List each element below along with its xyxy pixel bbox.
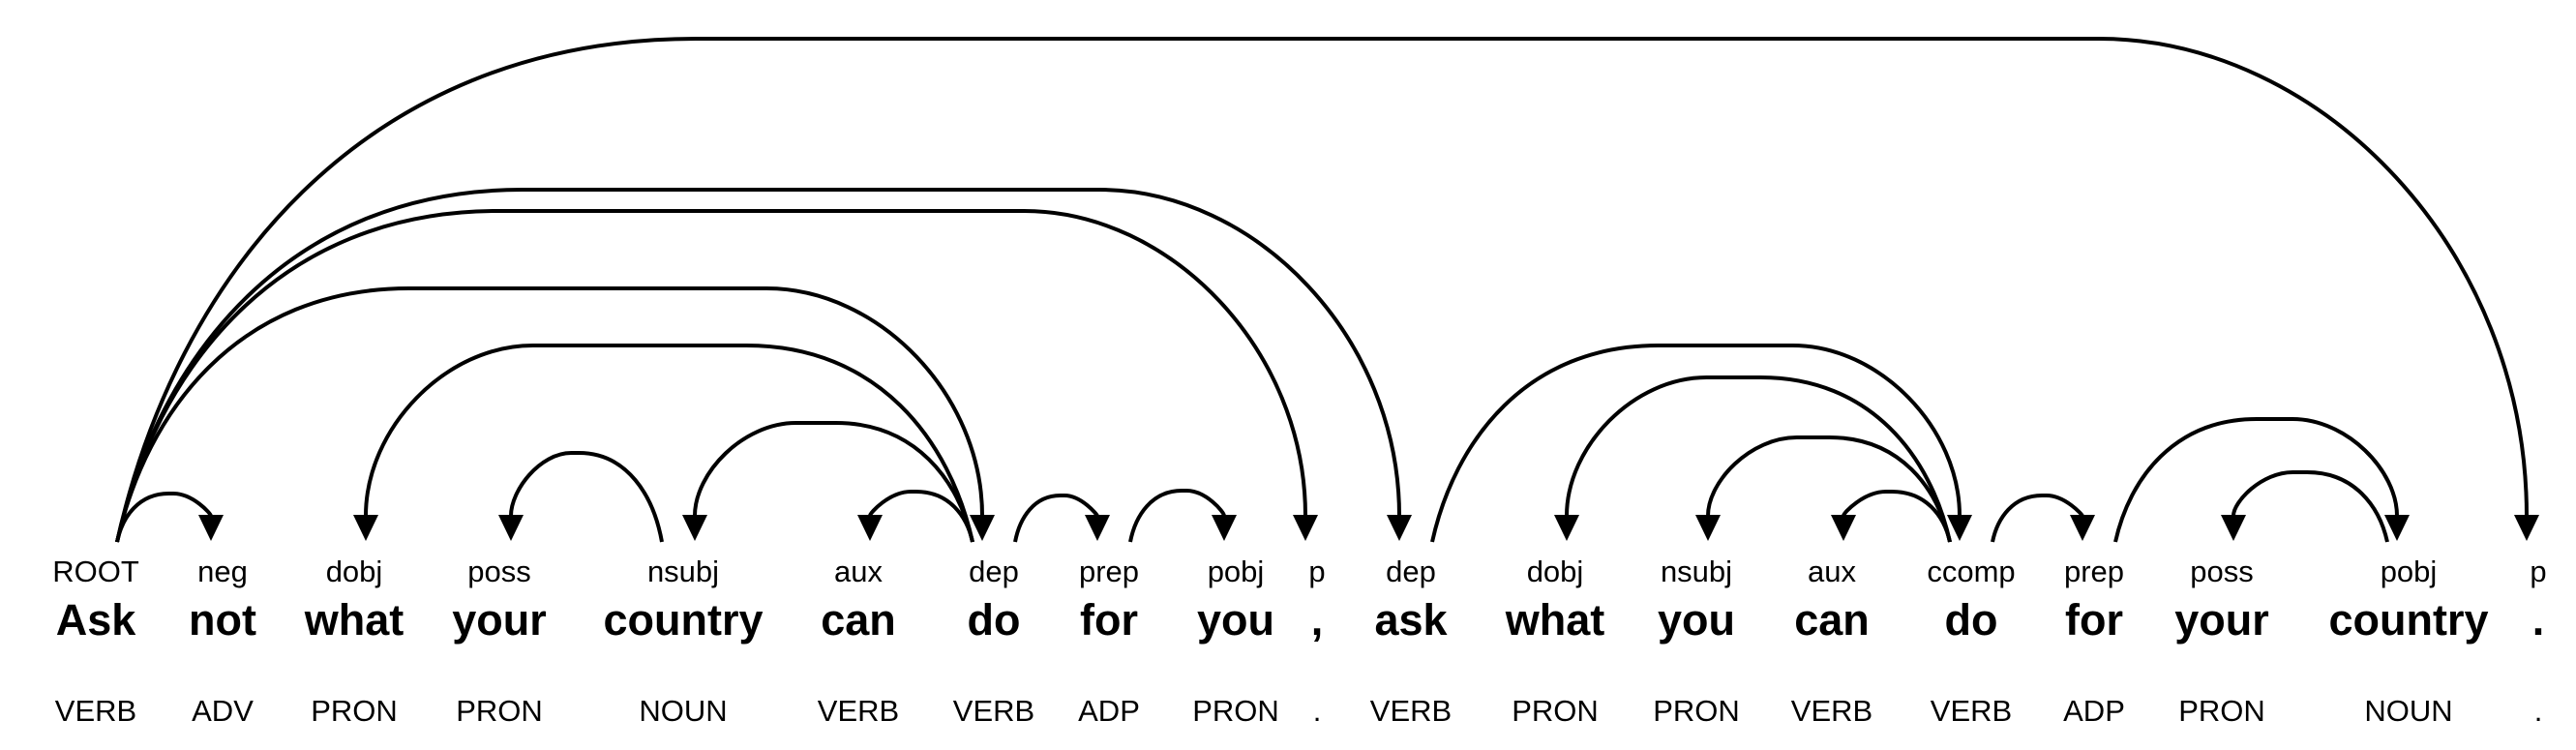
dependency-arc-nsubj-13 xyxy=(1706,435,1952,543)
pos-tag: ADP xyxy=(2063,694,2125,728)
arrowhead-icon xyxy=(1947,515,1972,541)
token-word: your xyxy=(452,595,547,645)
pos-tag: PRON xyxy=(1653,694,1740,728)
pos-tag: VERB xyxy=(1369,694,1453,728)
token-word: for xyxy=(2065,595,2123,645)
token-word: can xyxy=(1794,595,1870,645)
arrowhead-icon xyxy=(857,515,883,541)
dep-label: prep xyxy=(2063,555,2125,588)
arrowhead-icon xyxy=(2221,515,2246,541)
pos-tag: . xyxy=(1312,694,1322,728)
pos-tag: VERB xyxy=(54,694,137,728)
arrowhead-icon xyxy=(1293,515,1318,541)
dependency-arc-pobj-9 xyxy=(1128,489,1226,543)
dep-label: pobj xyxy=(2380,555,2438,588)
token-word: you xyxy=(1196,595,1275,645)
dependency-arc-p-4 xyxy=(115,37,2529,543)
dep-label: ccomp xyxy=(1927,555,2016,588)
arrowhead-icon xyxy=(1085,515,1110,541)
arrowhead-icon xyxy=(1831,515,1856,541)
token-word: , xyxy=(1310,595,1324,645)
dependency-arc-pobj-16 xyxy=(2113,417,2399,543)
dependency-arc-dobj-12 xyxy=(1565,375,1952,543)
pos-tag: . xyxy=(2533,694,2543,728)
token-word: ask xyxy=(1374,595,1448,645)
token-word: can xyxy=(821,595,896,645)
dep-label: prep xyxy=(1078,555,1140,588)
arrowhead-icon xyxy=(2384,515,2410,541)
dep-label: aux xyxy=(834,555,883,588)
pos-tag: PRON xyxy=(1192,694,1279,728)
dep-label: p xyxy=(1308,555,1326,588)
dep-label: aux xyxy=(1808,555,1856,588)
dep-label: poss xyxy=(467,555,531,588)
arrowhead-icon xyxy=(970,515,995,541)
token-word: what xyxy=(304,595,404,645)
dependency-arc-dep-3 xyxy=(115,188,1401,543)
dep-label: nsubj xyxy=(1660,555,1733,588)
dependency-arc-dobj-5 xyxy=(364,344,974,543)
dep-label: dep xyxy=(1386,555,1436,588)
token-word: do xyxy=(1944,595,1998,645)
pos-tag: PRON xyxy=(1512,694,1599,728)
dependency-arc-p-2 xyxy=(115,209,1307,543)
pos-tag: NOUN xyxy=(639,694,728,728)
dep-label: pobj xyxy=(1207,555,1265,588)
dep-label: nsubj xyxy=(646,555,720,588)
pos-tag: ADP xyxy=(1078,694,1140,728)
pos-tag: VERB xyxy=(817,694,900,728)
dependency-arc-dep-1 xyxy=(115,286,984,543)
dependency-arc-aux-7 xyxy=(868,490,974,543)
dep-label: p xyxy=(2530,555,2547,588)
dependency-arc-ccomp-11 xyxy=(1430,344,1962,543)
arrowhead-icon xyxy=(682,515,707,541)
pos-tag: VERB xyxy=(1930,694,2013,728)
token-word: Ask xyxy=(55,595,136,645)
pos-tag: ADV xyxy=(192,694,254,728)
arrowhead-icon xyxy=(2070,515,2095,541)
token-word: you xyxy=(1657,595,1736,645)
token-word: not xyxy=(189,595,256,645)
arrowhead-icon xyxy=(2514,515,2539,541)
dependency-arc-aux-14 xyxy=(1842,490,1952,543)
dep-label: dep xyxy=(969,555,1019,588)
token-word: for xyxy=(1080,595,1138,645)
token-word: country xyxy=(603,595,764,645)
arrowhead-icon xyxy=(198,515,224,541)
token-word: country xyxy=(2328,595,2489,645)
dep-label: dobj xyxy=(325,555,383,588)
token-word: your xyxy=(2174,595,2269,645)
token-word: what xyxy=(1505,595,1605,645)
dependency-arc-prep-8 xyxy=(1013,494,1099,543)
pos-tag: PRON xyxy=(456,694,543,728)
arrowhead-icon xyxy=(353,515,378,541)
pos-tag: PRON xyxy=(2178,694,2265,728)
pos-tag: VERB xyxy=(1790,694,1873,728)
dependency-arc-poss-17 xyxy=(2232,470,2389,543)
arrowhead-icon xyxy=(1212,515,1237,541)
dep-label: dobj xyxy=(1526,555,1584,588)
dependency-arc-nsubj-6 xyxy=(693,421,974,543)
dep-label: neg xyxy=(197,555,248,588)
pos-tag: VERB xyxy=(952,694,1035,728)
dep-label: ROOT xyxy=(52,555,139,588)
arrowhead-icon xyxy=(498,515,524,541)
token-word: . xyxy=(2531,595,2545,645)
arrowhead-icon xyxy=(1695,515,1721,541)
arrowhead-icon xyxy=(1554,515,1579,541)
token-word: do xyxy=(967,595,1021,645)
dependency-arc-prep-15 xyxy=(1991,494,2084,543)
arrowhead-icon xyxy=(1387,515,1412,541)
pos-tag: NOUN xyxy=(2364,694,2453,728)
pos-tag: PRON xyxy=(311,694,398,728)
dep-label: poss xyxy=(2190,555,2254,588)
dependency-arc-neg-0 xyxy=(115,492,213,543)
dependency-arc-poss-10 xyxy=(509,451,664,543)
